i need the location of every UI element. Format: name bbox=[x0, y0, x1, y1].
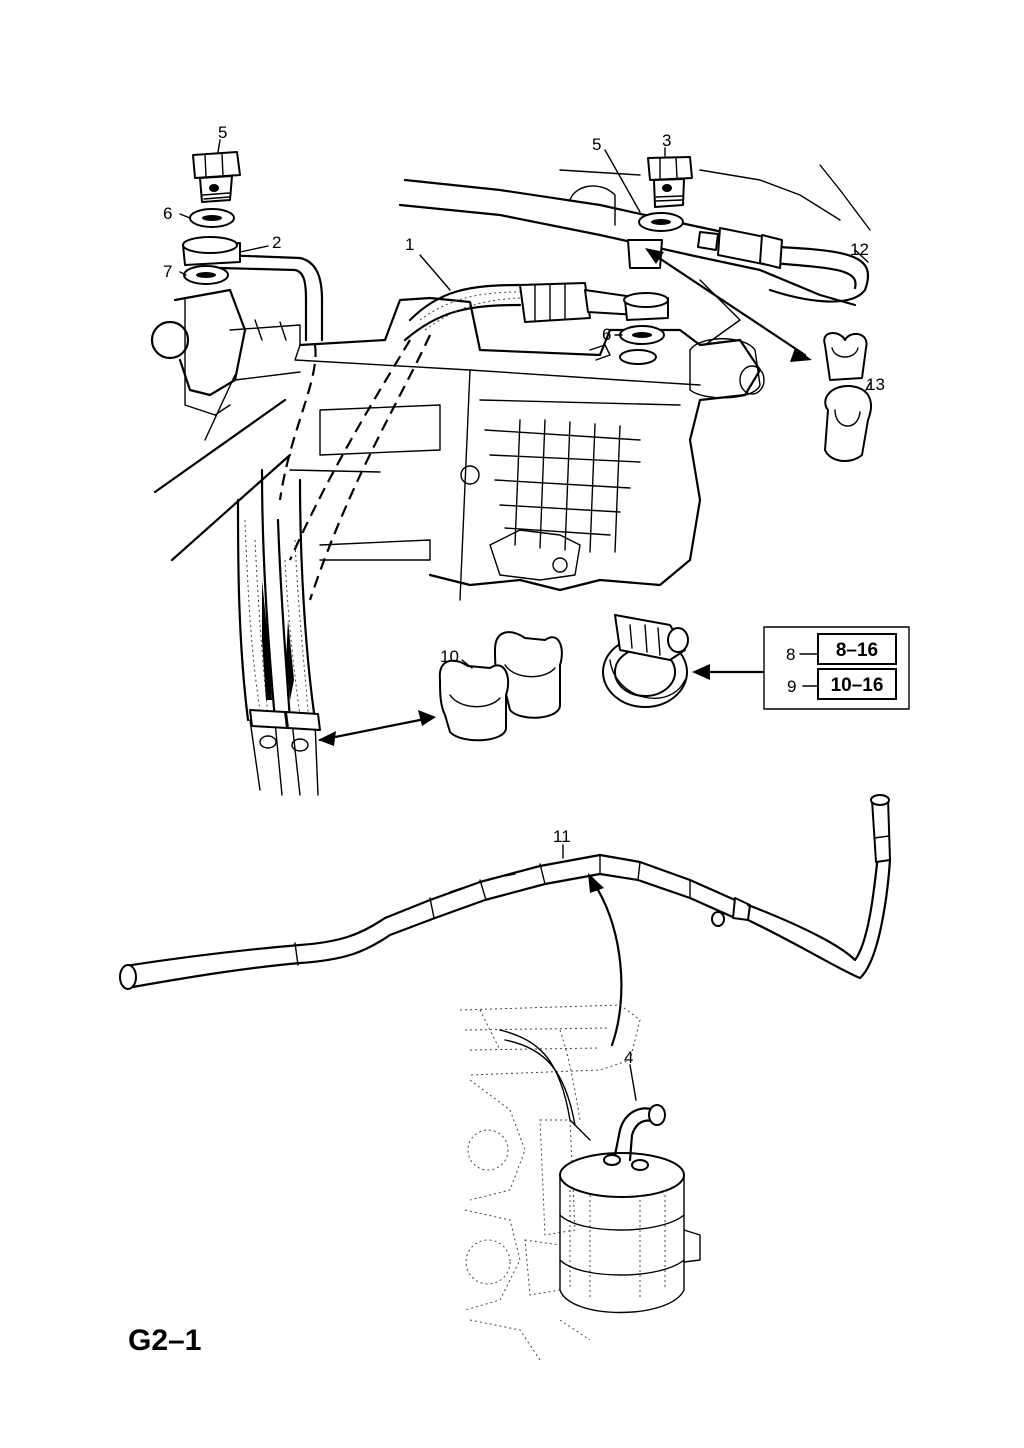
callout-11: 11 bbox=[553, 827, 571, 846]
pointer-arrows bbox=[318, 248, 812, 1047]
callout-13: 13 bbox=[866, 375, 885, 394]
canister-detail bbox=[459, 1004, 701, 1361]
clamp-ref-9: 9 bbox=[787, 677, 796, 696]
callout-3: 3 bbox=[662, 131, 671, 150]
clamp-size-table: 8 9 8–16 10–16 bbox=[763, 626, 910, 710]
clip-13 bbox=[823, 332, 872, 462]
callout-12: 12 bbox=[850, 240, 869, 259]
fuel-lines bbox=[398, 178, 870, 307]
clamp-ref-8: 8 bbox=[786, 645, 795, 664]
callout-7: 4 bbox=[624, 1048, 633, 1067]
callout-leaders bbox=[179, 139, 871, 1101]
intake-manifold-drawing bbox=[150, 164, 871, 601]
clamp-size-8: 8–16 bbox=[836, 640, 878, 661]
callout-6-upper: 6 bbox=[163, 204, 172, 223]
hose-clamp bbox=[602, 614, 689, 708]
callout-10: 10 bbox=[440, 647, 459, 666]
callout-numbers: 5 6 7 2 1 5 3 6 12 13 10 11 4 bbox=[163, 123, 885, 1067]
hose-1 bbox=[288, 282, 641, 601]
page-code: G2–1 bbox=[128, 1324, 201, 1357]
callout-5-upper: 5 bbox=[592, 135, 601, 154]
lower-hoses bbox=[236, 468, 321, 796]
callout-4: 5 bbox=[218, 123, 227, 142]
hose-clip-10 bbox=[438, 631, 563, 742]
fuel-pipe-11 bbox=[119, 794, 892, 990]
callout-2: 2 bbox=[272, 233, 281, 252]
callout-6-lower: 7 bbox=[163, 262, 172, 281]
callout-5-lower: 6 bbox=[602, 325, 611, 344]
callout-1: 1 bbox=[405, 235, 414, 254]
hose-2 bbox=[218, 253, 324, 501]
banjo-bolt-3 bbox=[589, 156, 693, 365]
clamp-size-9: 10–16 bbox=[831, 675, 884, 696]
banjo-bolt-4 bbox=[182, 151, 241, 285]
